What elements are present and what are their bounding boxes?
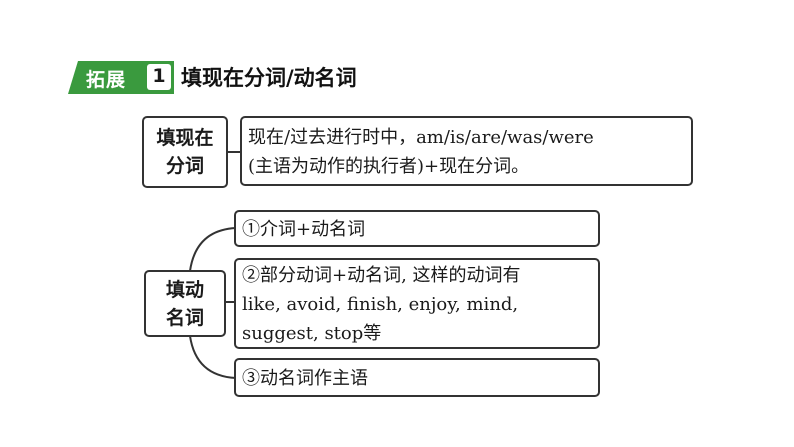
badge-number: 1 (152, 65, 166, 87)
section-badge: 拓展 1 (68, 61, 174, 94)
connector-item1 (189, 227, 237, 272)
badge-shape (68, 61, 174, 94)
label-line: 分词 (165, 155, 204, 177)
label-line: 名词 (165, 306, 204, 329)
label-line: 填动 (165, 278, 204, 301)
content-line: 现在/过去进行时中，am/is/are/was/were (248, 127, 594, 148)
item-line: ②部分动词+动名词, 这样的动词有 (242, 265, 521, 286)
gerund-item-1: ①介词+动名词 (234, 210, 600, 247)
gerund-item-2: ②部分动词+动名词, 这样的动词有 like, avoid, finish, e… (234, 258, 600, 349)
gerund-item-3: ③动名词作主语 (234, 358, 600, 397)
connector-item3 (189, 335, 237, 379)
page-title: 填现在分词/动名词 (181, 66, 357, 90)
badge-label: 拓展 (86, 69, 127, 91)
item-line: ③动名词作主语 (242, 368, 368, 389)
content-line: (主语为动作的执行者)+现在分词。 (248, 156, 530, 177)
item-line: suggest, stop等 (242, 323, 382, 344)
content-present-participle: 现在/过去进行时中，am/is/are/was/were (主语为动作的执行者)… (240, 116, 693, 186)
item-line: like, avoid, finish, enjoy, mind, (242, 294, 519, 315)
label-present-participle: 填现在 分词 (142, 116, 228, 188)
label-line: 填现在 (156, 127, 214, 149)
label-gerund: 填动 名词 (144, 270, 226, 337)
item-line: ①介词+动名词 (242, 219, 366, 240)
